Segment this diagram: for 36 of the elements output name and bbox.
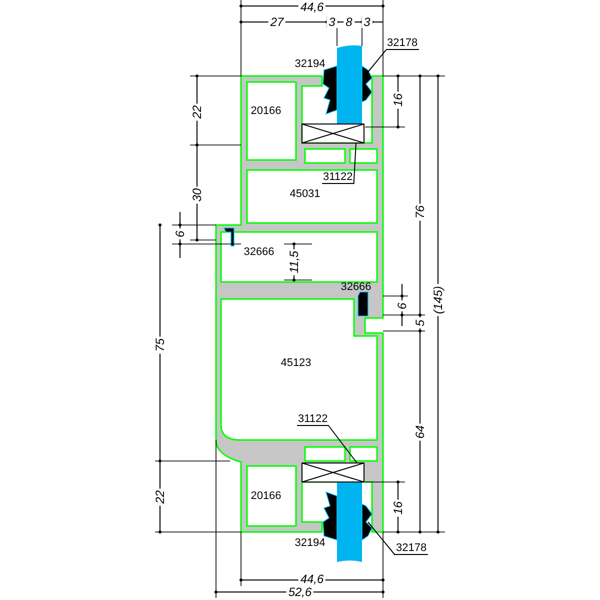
- part-number: 32194: [294, 537, 326, 549]
- part-number: 32666: [244, 246, 274, 258]
- dimension-value: 22: [154, 488, 166, 506]
- dimension-value: 6: [174, 228, 186, 240]
- dimension-value: 16: [392, 91, 404, 109]
- part-number: 32194: [294, 58, 326, 70]
- dimension-value: 44,6: [298, 573, 326, 585]
- dimension-value: 64: [414, 423, 426, 441]
- dimension-value: 27: [268, 16, 286, 28]
- leader-line: [328, 426, 358, 464]
- dimension-value: 11,5: [288, 248, 300, 276]
- dimension-value: 22: [191, 103, 203, 121]
- part-number: 31122: [297, 413, 329, 426]
- part-number: 32178: [395, 542, 428, 555]
- dimension-value: 16: [392, 499, 404, 517]
- part-number: 31122: [322, 171, 354, 184]
- dimension-value: 76: [414, 203, 426, 221]
- leader-line: [353, 142, 356, 184]
- part-number: 20166: [250, 490, 282, 502]
- dimension-value: 5: [414, 318, 426, 328]
- dimension-value: 3: [326, 16, 338, 28]
- dimension-value: 8: [344, 16, 354, 28]
- part-number: 32178: [386, 37, 419, 50]
- dimension-value: (145): [432, 284, 444, 316]
- part-number: 45031: [290, 188, 320, 200]
- dimension-value: 52,6: [286, 586, 314, 598]
- dimension-value: 75: [154, 336, 166, 354]
- leader-line: [368, 50, 386, 72]
- dimension-value: 30: [191, 186, 203, 204]
- part-number: 32666: [340, 281, 372, 293]
- leader-line: [368, 522, 396, 556]
- dimension-value: 6: [396, 300, 408, 312]
- part-number: 45123: [280, 357, 312, 369]
- dimension-value: 44,6: [298, 1, 326, 13]
- dimension-value: 3: [362, 16, 372, 28]
- part-number: 20166: [250, 105, 282, 117]
